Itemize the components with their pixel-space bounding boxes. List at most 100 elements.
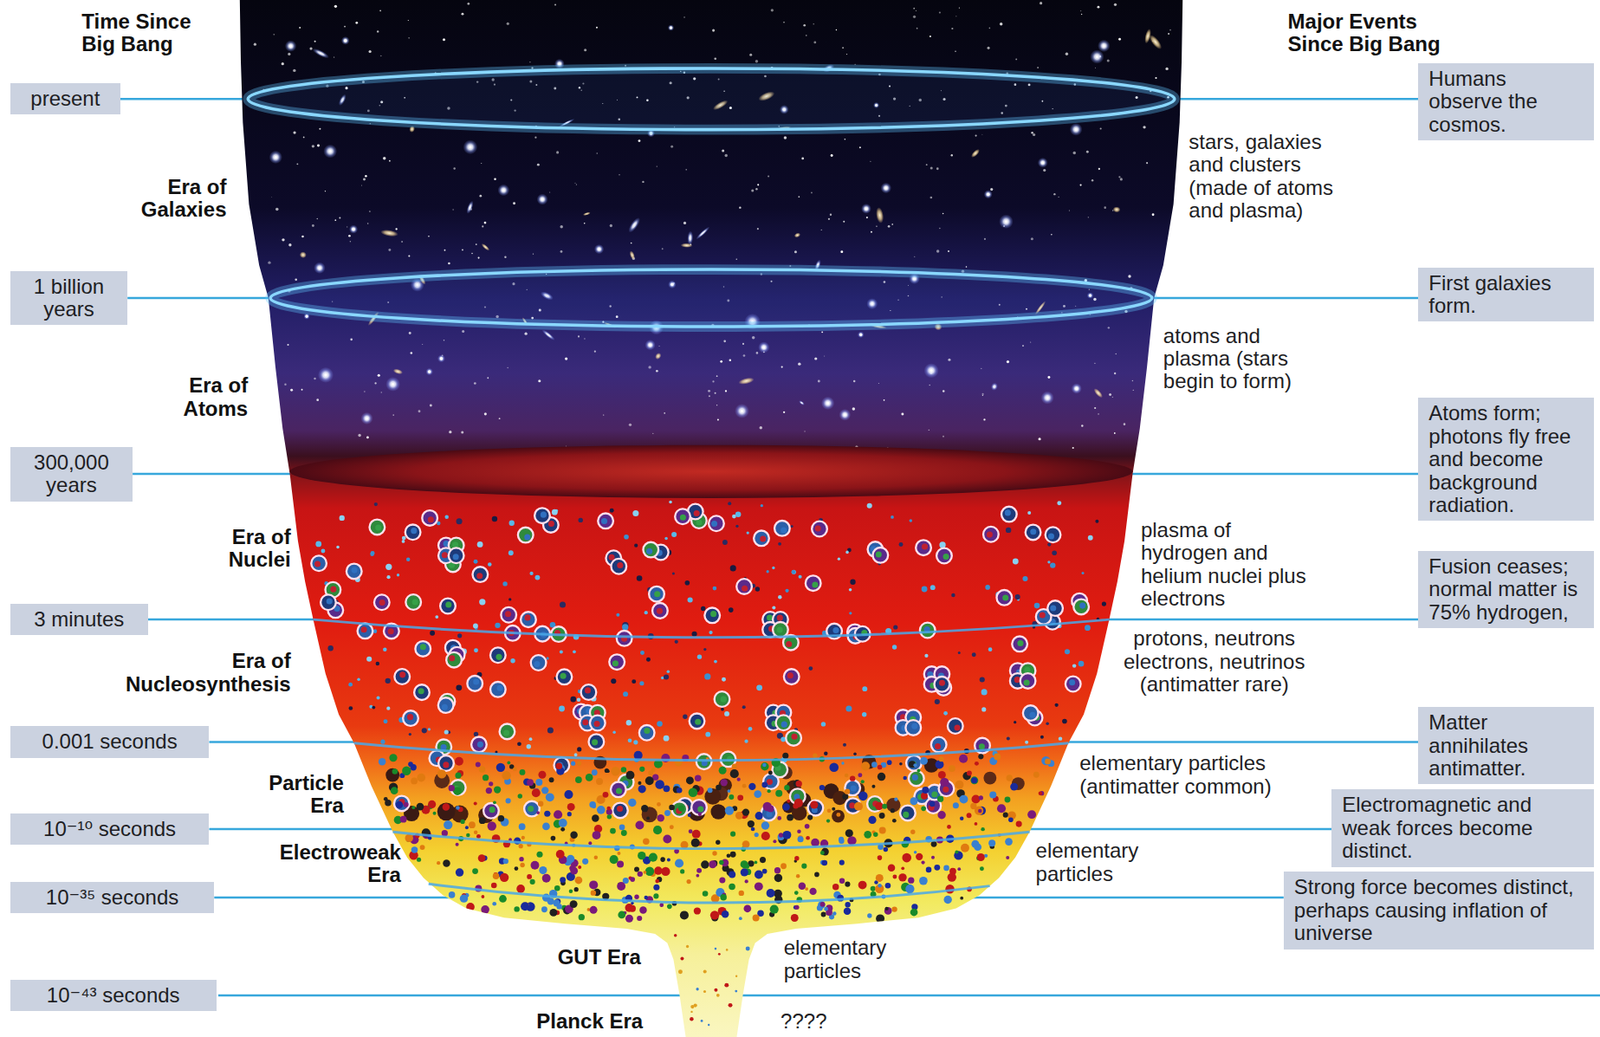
elementary-particle — [877, 883, 881, 888]
star — [275, 207, 279, 212]
elementary-particle — [656, 802, 661, 807]
elementary-particle — [774, 867, 781, 874]
electron-dot — [508, 597, 512, 601]
elementary-particle — [707, 787, 713, 793]
star — [725, 389, 727, 392]
elementary-particle — [931, 855, 935, 860]
star — [930, 196, 933, 200]
elementary-particle — [978, 753, 984, 759]
electron-dot — [708, 630, 713, 635]
star — [781, 365, 784, 368]
star — [878, 382, 880, 384]
star — [749, 53, 752, 57]
star — [717, 418, 720, 421]
star — [936, 167, 940, 170]
electron-dot — [510, 658, 515, 663]
star — [983, 418, 985, 421]
elementary-particle — [796, 829, 801, 833]
star — [281, 62, 285, 65]
star — [942, 435, 945, 438]
electron-dot — [713, 660, 718, 664]
elementary-particle — [637, 871, 643, 877]
electron-dot — [380, 739, 385, 745]
star — [576, 183, 577, 185]
elementary-particle — [662, 834, 672, 843]
bright-star — [285, 39, 297, 52]
electron-dot — [570, 696, 577, 703]
electron-dot — [951, 593, 955, 597]
star — [442, 38, 446, 41]
elementary-particle — [654, 879, 660, 884]
elementary-particle — [660, 867, 670, 876]
elementary-particle — [695, 874, 700, 878]
nucleus — [648, 586, 665, 603]
elementary-particle — [762, 763, 766, 767]
bright-star — [857, 331, 865, 339]
elementary-particle — [754, 870, 764, 880]
galaxy — [793, 232, 802, 240]
elementary-particle — [916, 769, 920, 773]
time-box: 0.001 seconds — [10, 725, 210, 758]
nucleus-core — [441, 551, 448, 558]
elementary-particle — [700, 860, 709, 869]
electron-dot — [703, 647, 707, 651]
elementary-particle — [556, 849, 565, 859]
bright-star-core — [648, 343, 652, 347]
electron-dot — [455, 684, 462, 691]
elementary-particle — [970, 803, 977, 810]
era-label: Era of Galaxies — [129, 175, 227, 222]
elementary-particle — [892, 874, 897, 880]
elementary-particle — [714, 947, 718, 951]
star — [757, 183, 759, 186]
star — [298, 26, 301, 29]
elementary-particle — [578, 913, 585, 920]
elementary-particle — [775, 790, 783, 797]
nucleus-core — [388, 628, 395, 635]
elementary-particle — [870, 886, 876, 892]
era-label: Planck Era — [489, 1010, 643, 1033]
electron-dot — [628, 738, 633, 743]
electron-dot — [386, 575, 390, 579]
electron-dot — [766, 570, 770, 573]
electron-dot — [861, 712, 867, 717]
elementary-particle — [686, 945, 689, 948]
elementary-particle — [577, 865, 582, 869]
nucleus-core — [497, 685, 504, 692]
nucleus-core — [524, 614, 531, 621]
star — [357, 434, 361, 437]
elementary-particle — [989, 790, 997, 798]
elementary-particle — [606, 769, 610, 773]
elementary-particle — [442, 803, 450, 810]
star — [1047, 375, 1050, 379]
star — [311, 224, 315, 227]
elementary-particle — [707, 1023, 710, 1026]
elementary-particle — [690, 1004, 694, 1009]
nucleus — [872, 547, 888, 564]
star — [742, 343, 745, 345]
nucleus — [867, 796, 883, 812]
star — [810, 192, 813, 195]
elementary-particle — [689, 1017, 694, 1021]
bright-star-core — [557, 62, 561, 65]
electron-dot — [837, 557, 841, 561]
elementary-particle — [790, 913, 799, 922]
electron-dot — [1094, 519, 1099, 524]
star — [1022, 344, 1024, 347]
nucleus-core — [495, 654, 502, 661]
electron-dot — [339, 515, 345, 521]
star — [929, 35, 932, 38]
star — [1165, 67, 1168, 71]
nucleus-core — [412, 598, 419, 605]
nucleus-core — [505, 610, 512, 617]
nucleus-core — [399, 671, 406, 678]
nucleus — [518, 527, 534, 544]
star — [853, 380, 856, 383]
electron-dot — [366, 656, 372, 662]
elementary-particle — [744, 863, 750, 869]
nucleus-core — [811, 582, 818, 589]
elementary-particle — [628, 798, 636, 807]
elementary-particle — [609, 855, 619, 864]
nucleus-core — [1048, 532, 1055, 539]
electron-dot — [845, 705, 852, 712]
nucleus — [772, 621, 789, 638]
